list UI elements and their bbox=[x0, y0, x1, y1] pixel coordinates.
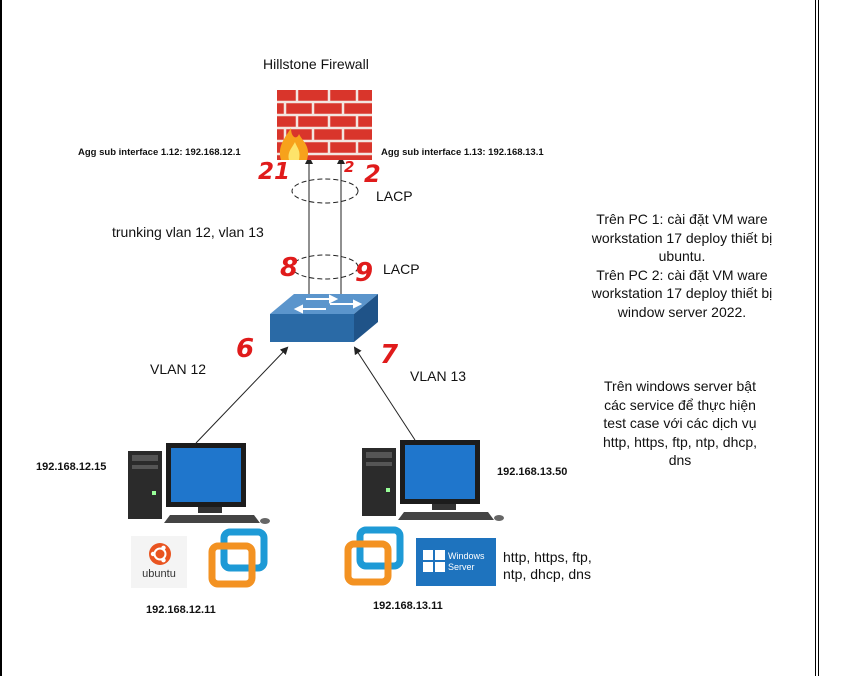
windows-label: Windows bbox=[448, 551, 485, 561]
vmware-icon-right bbox=[344, 526, 404, 586]
services-label: http, https, ftp, ntp, dhcp, dns bbox=[503, 549, 592, 583]
port-number-fw-left: 21 bbox=[258, 159, 291, 185]
ubuntu-logo: ubuntu bbox=[131, 536, 187, 588]
port-number-sw-down-left: 6 bbox=[236, 334, 255, 364]
note1-line: ubuntu. bbox=[658, 248, 706, 264]
note2-line: test case với các dịch vụ bbox=[603, 415, 757, 431]
lacp-label-bottom: LACP bbox=[383, 261, 420, 277]
pc1-icon bbox=[128, 443, 270, 524]
note-services: Trên windows server bật các service để t… bbox=[570, 377, 790, 470]
vlan12-label: VLAN 12 bbox=[150, 361, 207, 377]
port-number-sw-right: 9 bbox=[355, 258, 374, 288]
note1-line: window server 2022. bbox=[617, 303, 747, 320]
vm1-ip-label: 192.168.12.11 bbox=[146, 604, 216, 616]
switch-icon bbox=[270, 294, 378, 342]
lacp-ellipse-bottom bbox=[291, 254, 359, 280]
note2-line: Trên windows server bật bbox=[604, 378, 756, 394]
port-number-fw-right-small: 2 bbox=[344, 158, 355, 176]
note1-line: workstation 17 deploy thiết bị bbox=[591, 229, 773, 246]
note2-line: các service để thực hiện bbox=[604, 396, 756, 413]
services-line-2: ntp, dhcp, dns bbox=[503, 566, 591, 582]
frame-right-border bbox=[815, 0, 819, 676]
lacp-ellipse-top bbox=[291, 178, 359, 204]
agg-interface-left-label: Agg sub interface 1.12: 192.168.12.1 bbox=[78, 147, 241, 158]
vmware-icon-left bbox=[208, 528, 268, 588]
frame-left-border bbox=[0, 0, 2, 676]
port-number-sw-down-right: 7 bbox=[380, 340, 399, 370]
lacp-label-top: LACP bbox=[376, 188, 413, 204]
note2-line: dns bbox=[668, 452, 692, 468]
trunk-label: trunking vlan 12, vlan 13 bbox=[112, 224, 264, 240]
windows-server-logo: Windows Server bbox=[416, 538, 496, 586]
pc1-ip-label: 192.168.12.15 bbox=[36, 461, 107, 473]
note2-line: http, https, ftp, ntp, dhcp, bbox=[602, 433, 758, 450]
note1-line: workstation 17 deploy thiết bị bbox=[591, 285, 773, 301]
vlan13-link bbox=[353, 346, 416, 441]
firewall-icon bbox=[277, 90, 372, 160]
vlan12-link bbox=[195, 346, 289, 444]
note-vmware-setup: Trên PC 1: cài đặt VM ware workstation 1… bbox=[562, 210, 802, 321]
server-label: Server bbox=[448, 562, 475, 572]
ubuntu-label: ubuntu bbox=[142, 568, 176, 580]
pc2-ip-label: 192.168.13.50 bbox=[497, 466, 568, 478]
services-line-1: http, https, ftp, bbox=[503, 549, 592, 565]
port-number-fw-right: 2 bbox=[364, 160, 381, 188]
ubuntu-circle-icon bbox=[149, 543, 171, 565]
vm2-ip-label: 192.168.13.11 bbox=[373, 600, 443, 612]
pc2-icon bbox=[362, 440, 504, 521]
windows-server-label: Windows Server bbox=[448, 551, 485, 573]
vlan13-label: VLAN 13 bbox=[410, 368, 467, 384]
agg-interface-right-label: Agg sub interface 1.13: 192.168.13.1 bbox=[381, 147, 544, 158]
port-number-sw-left: 8 bbox=[280, 253, 299, 283]
windows-icon bbox=[423, 550, 445, 572]
note1-line: Trên PC 1: cài đặt VM ware bbox=[596, 211, 768, 227]
diagram-title: Hillstone Firewall bbox=[263, 56, 369, 72]
note1-line: Trên PC 2: cài đặt VM ware bbox=[596, 266, 768, 283]
